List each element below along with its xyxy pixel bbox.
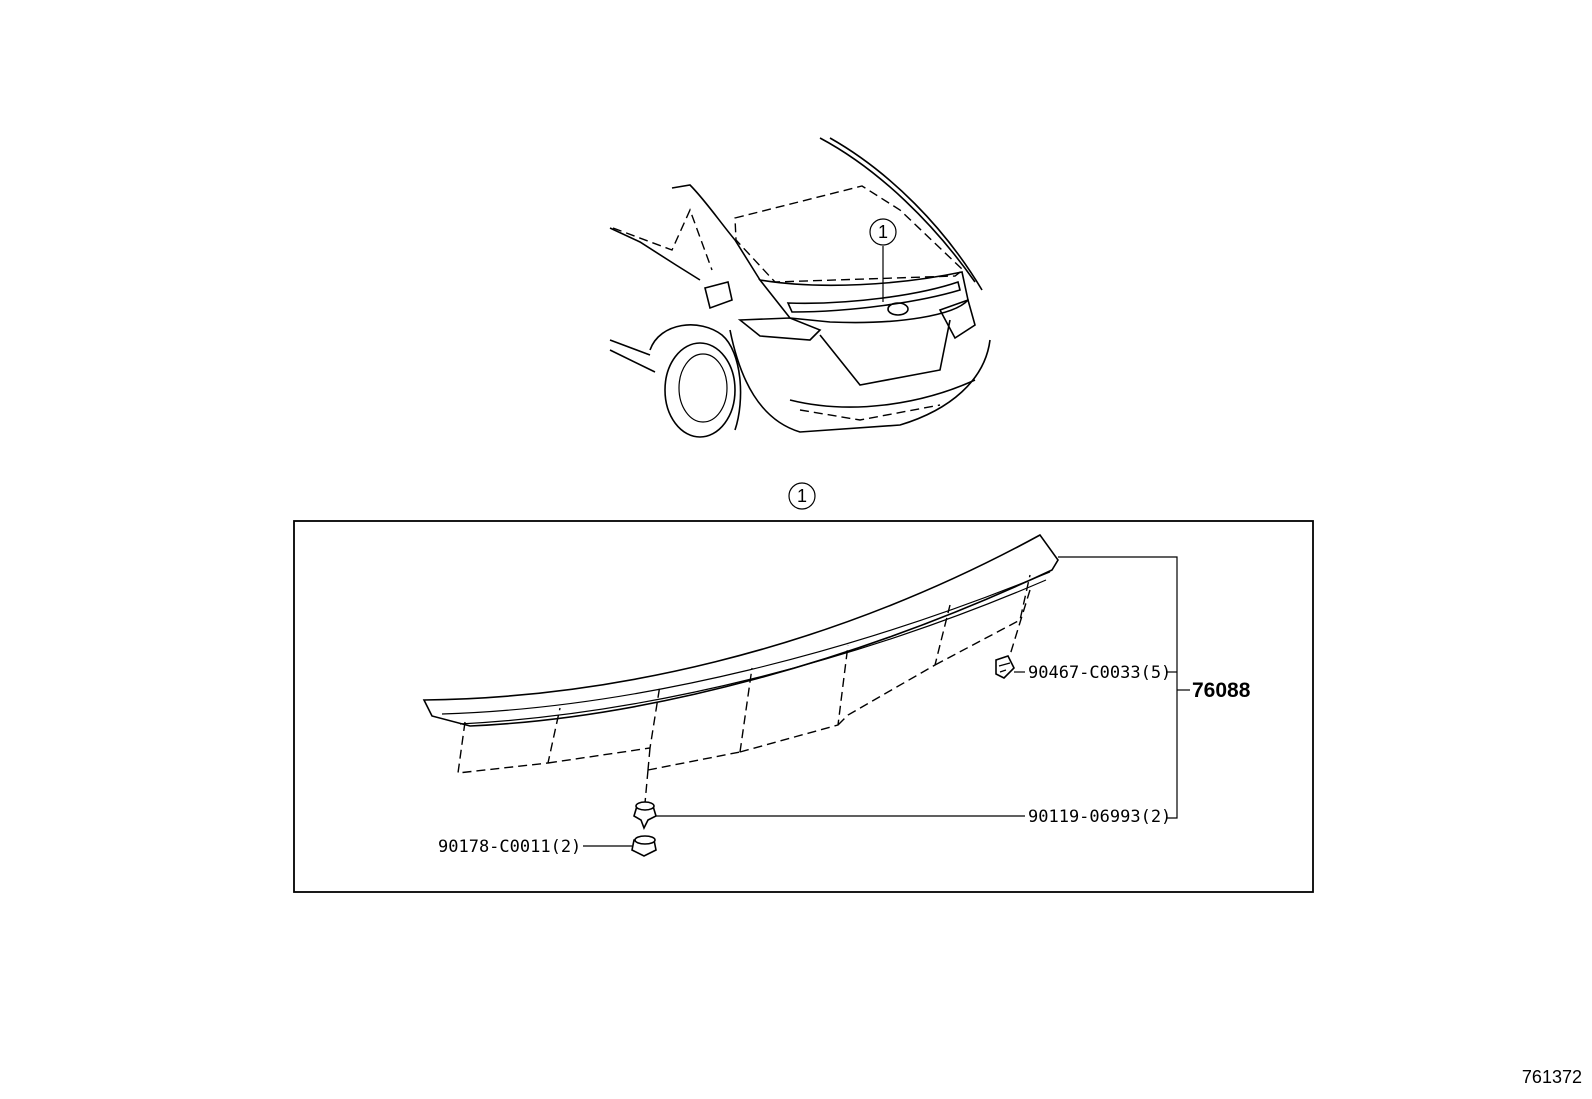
assembly-part-label: 76088	[1192, 679, 1251, 702]
callout-circle-car	[869, 218, 897, 246]
fuel-door	[704, 281, 733, 310]
tail-light-right	[938, 298, 976, 340]
spoiler-body	[422, 533, 1059, 727]
bumper-diffuser	[799, 404, 941, 421]
rear-wheel-inner	[678, 353, 728, 423]
rear-bumper	[729, 329, 991, 433]
roof-line	[819, 137, 976, 283]
rear-spoiler-detail	[422, 533, 1059, 804]
spoiler-groove	[441, 571, 1051, 715]
side-body-line	[609, 227, 701, 281]
detail-frame	[293, 520, 1314, 893]
roof-line-inner	[829, 137, 983, 291]
nut-90178-icon	[631, 835, 657, 857]
part-label-90119: 90119-06993(2)	[1028, 807, 1171, 827]
diagram-reference-id: 761372	[1522, 1067, 1582, 1087]
rear-window-outline	[734, 185, 965, 283]
clip-guide-right	[1009, 589, 1031, 656]
clip-90467-icon	[995, 655, 1015, 679]
wheel-arch	[649, 324, 742, 431]
side-sill	[609, 339, 656, 373]
leader-lines	[583, 556, 1190, 847]
tail-light-left	[737, 317, 822, 341]
part-label-90467: 90467-C0033(5)	[1028, 663, 1171, 683]
trunk-lid	[758, 271, 969, 324]
spoiler-groove-2	[459, 579, 1047, 725]
bumper-lower	[789, 379, 976, 408]
detail-callout-number: 1	[797, 486, 807, 506]
spoiler-backing-outline	[457, 574, 1031, 774]
clip-90119-icon	[633, 801, 657, 830]
c-pillar	[671, 184, 761, 281]
detail-callout: 1	[788, 482, 816, 510]
clip-guide-lower	[644, 769, 649, 804]
side-window	[612, 208, 713, 271]
rear-wheel	[664, 342, 736, 438]
leader-assembly-top	[1058, 556, 1178, 819]
license-recess	[819, 319, 951, 386]
detail-callout-circle	[788, 482, 816, 510]
part-label-90178: 90178-C0011(2)	[438, 837, 581, 857]
car-rear-view: 1	[609, 137, 991, 438]
spoiler-on-car	[786, 280, 961, 313]
emblem	[887, 302, 909, 316]
callout-number-car: 1	[878, 222, 888, 242]
